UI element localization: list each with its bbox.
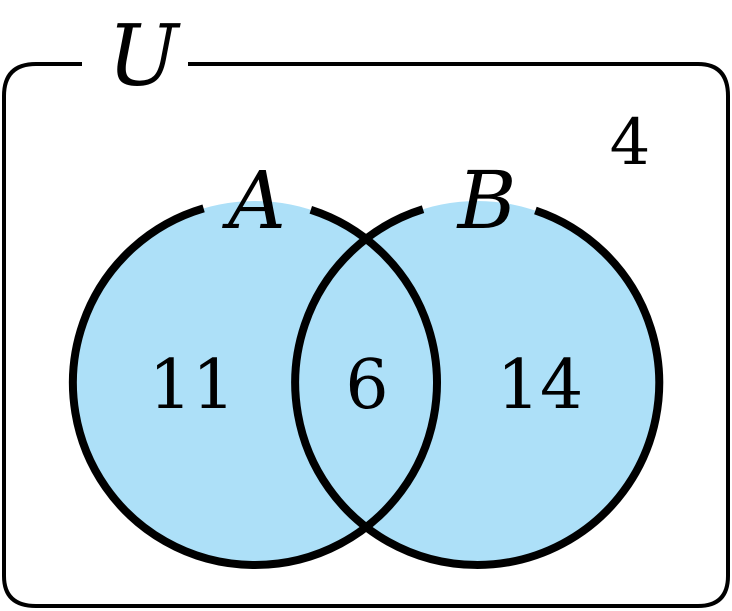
set-b-only-count: 14 (497, 346, 584, 425)
set-b-region (295, 201, 659, 565)
set-b-outline (291, 205, 664, 569)
intersection-count: 6 (345, 346, 388, 425)
set-a-only-count: 11 (149, 346, 236, 425)
universe-frame (1, 62, 730, 608)
set-a-label: A (221, 154, 286, 247)
set-a-outline (68, 204, 441, 569)
universe-label: U (108, 7, 182, 105)
outside-count: 4 (610, 106, 651, 180)
set-b-label: B (456, 154, 517, 247)
